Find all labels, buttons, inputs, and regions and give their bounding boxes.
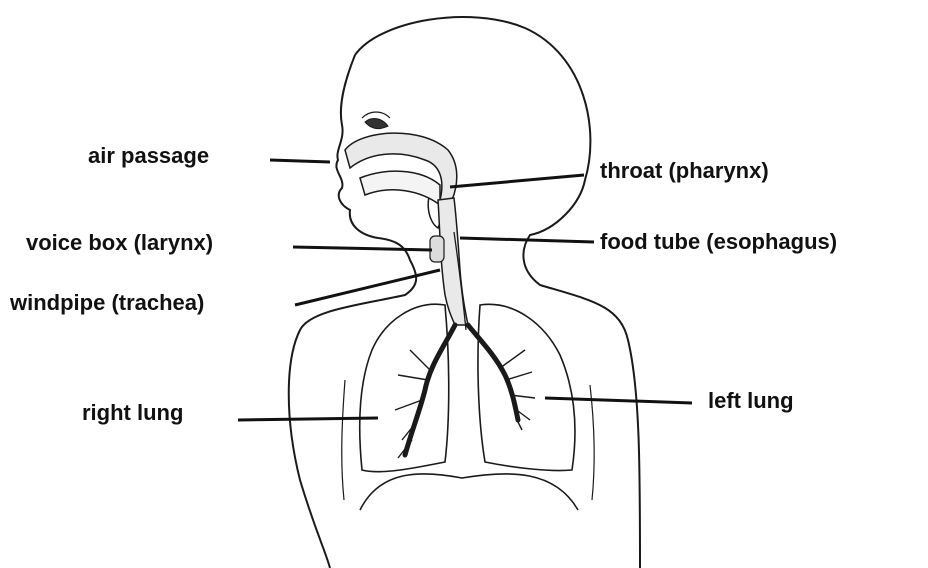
left-lung-outline bbox=[478, 304, 575, 470]
left-arm bbox=[590, 385, 594, 500]
label-air-passage: air passage bbox=[88, 145, 209, 167]
diaphragm bbox=[360, 474, 578, 510]
label-left-lung: left lung bbox=[708, 390, 794, 412]
label-food-tube: food tube (esophagus) bbox=[600, 231, 837, 253]
body-outline bbox=[355, 17, 640, 568]
leader-air-passage bbox=[270, 160, 330, 162]
leader-windpipe bbox=[295, 270, 440, 305]
right-lung-outline bbox=[360, 304, 449, 471]
label-voice-box: voice box (larynx) bbox=[26, 232, 213, 254]
leader-right-lung bbox=[238, 418, 378, 420]
face-profile bbox=[289, 55, 416, 568]
label-windpipe: windpipe (trachea) bbox=[10, 292, 204, 314]
larynx bbox=[430, 236, 444, 262]
right-arm bbox=[342, 380, 345, 500]
left-bronchus bbox=[468, 325, 518, 420]
leader-lines bbox=[238, 160, 692, 420]
eye bbox=[365, 119, 388, 129]
leader-food-tube bbox=[460, 238, 594, 242]
label-throat: throat (pharynx) bbox=[600, 160, 769, 182]
leader-voice-box bbox=[293, 247, 432, 250]
leader-throat bbox=[450, 175, 584, 187]
leader-left-lung bbox=[545, 398, 692, 403]
label-right-lung: right lung bbox=[82, 402, 183, 424]
